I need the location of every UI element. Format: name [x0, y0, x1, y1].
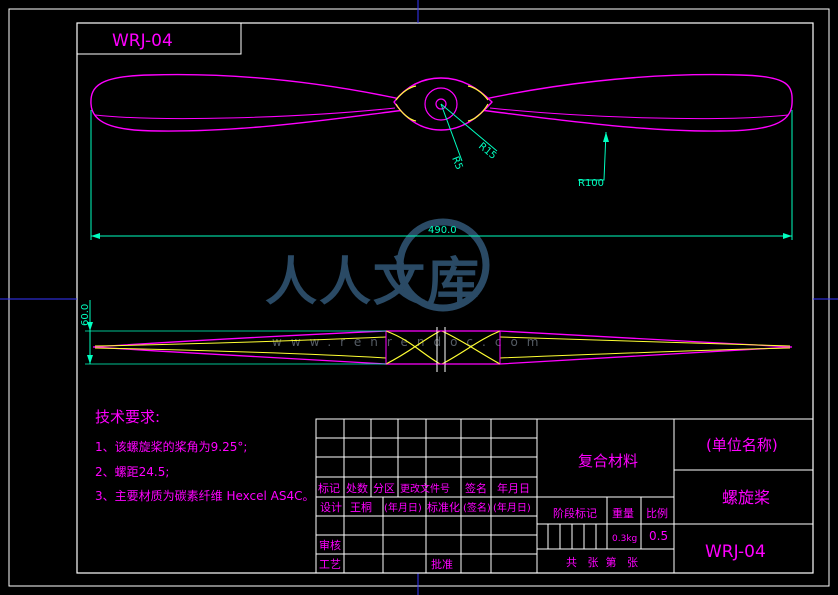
propeller-side-view: 60.0 [80, 300, 793, 372]
header-mark: 标记 [318, 481, 340, 495]
propeller-top-view: R5 R15 R100 490.0 [90, 73, 793, 240]
header-zone: 分区 [373, 482, 395, 495]
dim-height: 60.0 [80, 304, 91, 326]
material-label: 复合材料 [578, 452, 638, 470]
header-change-doc: 更改文件号 [400, 482, 450, 495]
title-block [315, 418, 814, 574]
header-sign: 签名 [465, 481, 487, 495]
dim-r100: R100 [578, 178, 604, 189]
code-box-label: WRJ-04 [112, 31, 173, 51]
approve-label: 批准 [431, 557, 453, 571]
hub-outline [393, 77, 493, 131]
code-box [76, 22, 242, 55]
review-label: 审核 [319, 538, 341, 552]
tech-item-1: 1、该螺旋桨的桨角为9.25°; [95, 439, 247, 454]
left-blade-outline [90, 73, 406, 132]
part-name: 螺旋桨 [722, 488, 770, 507]
standardization-date: (年月日) [493, 501, 531, 514]
outer-border [8, 8, 830, 587]
title-block-text: 标记 处数 分区 更改文件号 签名 年月日 设计 王桐 (年月日) 标准化 (签… [318, 436, 778, 571]
watermark: 人人文库 www.renrendoc.com [265, 218, 538, 349]
tech-item-3: 3、主要材质为碳素纤维 Hexcel AS4C。 [95, 489, 315, 503]
hub-hidden-lines [395, 85, 489, 122]
right-blade-outline [479, 73, 793, 132]
drawing-number: WRJ-04 [705, 542, 766, 562]
stage-mark-label: 阶段标记 [553, 506, 597, 520]
unit-name: (单位名称) [706, 436, 778, 454]
tech-title: 技术要求: [95, 408, 160, 426]
side-outline [92, 330, 793, 365]
standardization-sign: (签名) [463, 501, 491, 514]
tech-item-2: 2、螺距24.5; [95, 465, 169, 479]
weight-label: 重量 [612, 506, 634, 520]
dim-r5: R5 [449, 155, 464, 171]
designer-name: 王桐 [350, 500, 372, 514]
hub-boss [424, 87, 458, 121]
standardization-label: 标准化 [427, 500, 460, 514]
header-date: 年月日 [497, 481, 530, 495]
design-label: 设计 [320, 501, 342, 514]
watermark-logo-ring [396, 218, 490, 312]
header-count: 处数 [346, 482, 368, 495]
tech-requirements: 技术要求: 1、该螺旋桨的桨角为9.25°; 2、螺距24.5; 3、主要材质为… [95, 408, 315, 503]
design-date: (年月日) [384, 501, 422, 514]
weight-value: 0.3kg [612, 534, 637, 544]
watermark-text: 人人文库 [265, 253, 481, 313]
side-hidden-lines [94, 336, 791, 359]
scale-label: 比例 [646, 506, 668, 520]
scale-value: 0.5 [649, 529, 668, 543]
process-label: 工艺 [319, 558, 341, 571]
sheet-count: 共 张 第 张 [566, 555, 638, 569]
hub-bore [435, 98, 447, 110]
dim-length: 490.0 [428, 225, 457, 236]
